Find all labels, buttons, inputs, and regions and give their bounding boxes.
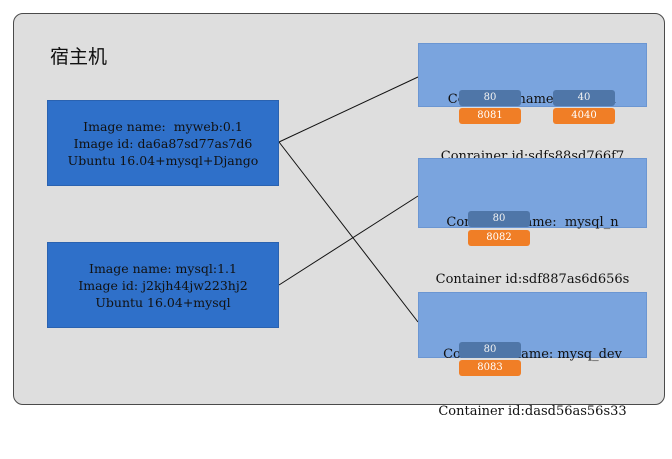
- link-mysql-to-mysql-n: [278, 195, 419, 286]
- internal-port: 80: [459, 90, 521, 106]
- image-id: Image id: j2kjh44jw223hj2: [78, 277, 248, 293]
- external-port: 8083: [459, 360, 521, 376]
- internal-port: 80: [468, 211, 530, 227]
- external-port: 8082: [468, 230, 530, 246]
- image-box-mysql: Image name: mysql:1.1 Image id: j2kjh44j…: [47, 242, 279, 328]
- container-name: Container name: mysq_dev: [443, 347, 622, 362]
- image-os: Ubuntu 16.04+mysql: [95, 294, 231, 310]
- link-myweb-to-myweb1: [278, 76, 419, 143]
- external-port: 8081: [459, 108, 521, 124]
- image-id: Image id: da6a87sd77as7d6: [73, 135, 253, 151]
- container-box-mysq-dev: Container name: mysq_dev Container id:da…: [418, 292, 647, 419]
- host-title: 宿主机: [50, 46, 108, 68]
- image-box-myweb: Image name: myweb:0.1 Image id: da6a87sd…: [47, 100, 279, 186]
- link-myweb-to-mysq-dev: [278, 141, 419, 323]
- external-port: 4040: [553, 108, 615, 124]
- container-id: Container id:sdf887as6d656s: [435, 272, 630, 287]
- image-name: Image name: mysql:1.1: [89, 260, 237, 276]
- internal-port: 80: [459, 342, 521, 358]
- image-name: Image name: myweb:0.1: [83, 118, 243, 134]
- connection-lines: [278, 76, 419, 323]
- internal-port: 40: [553, 90, 615, 106]
- container-box-mysql-n: Container name: mysql_n Container id:sdf…: [418, 158, 647, 287]
- image-os: Ubuntu 16.04+mysql+Django: [67, 152, 259, 168]
- container-name: Container name: mysql_n: [446, 215, 619, 230]
